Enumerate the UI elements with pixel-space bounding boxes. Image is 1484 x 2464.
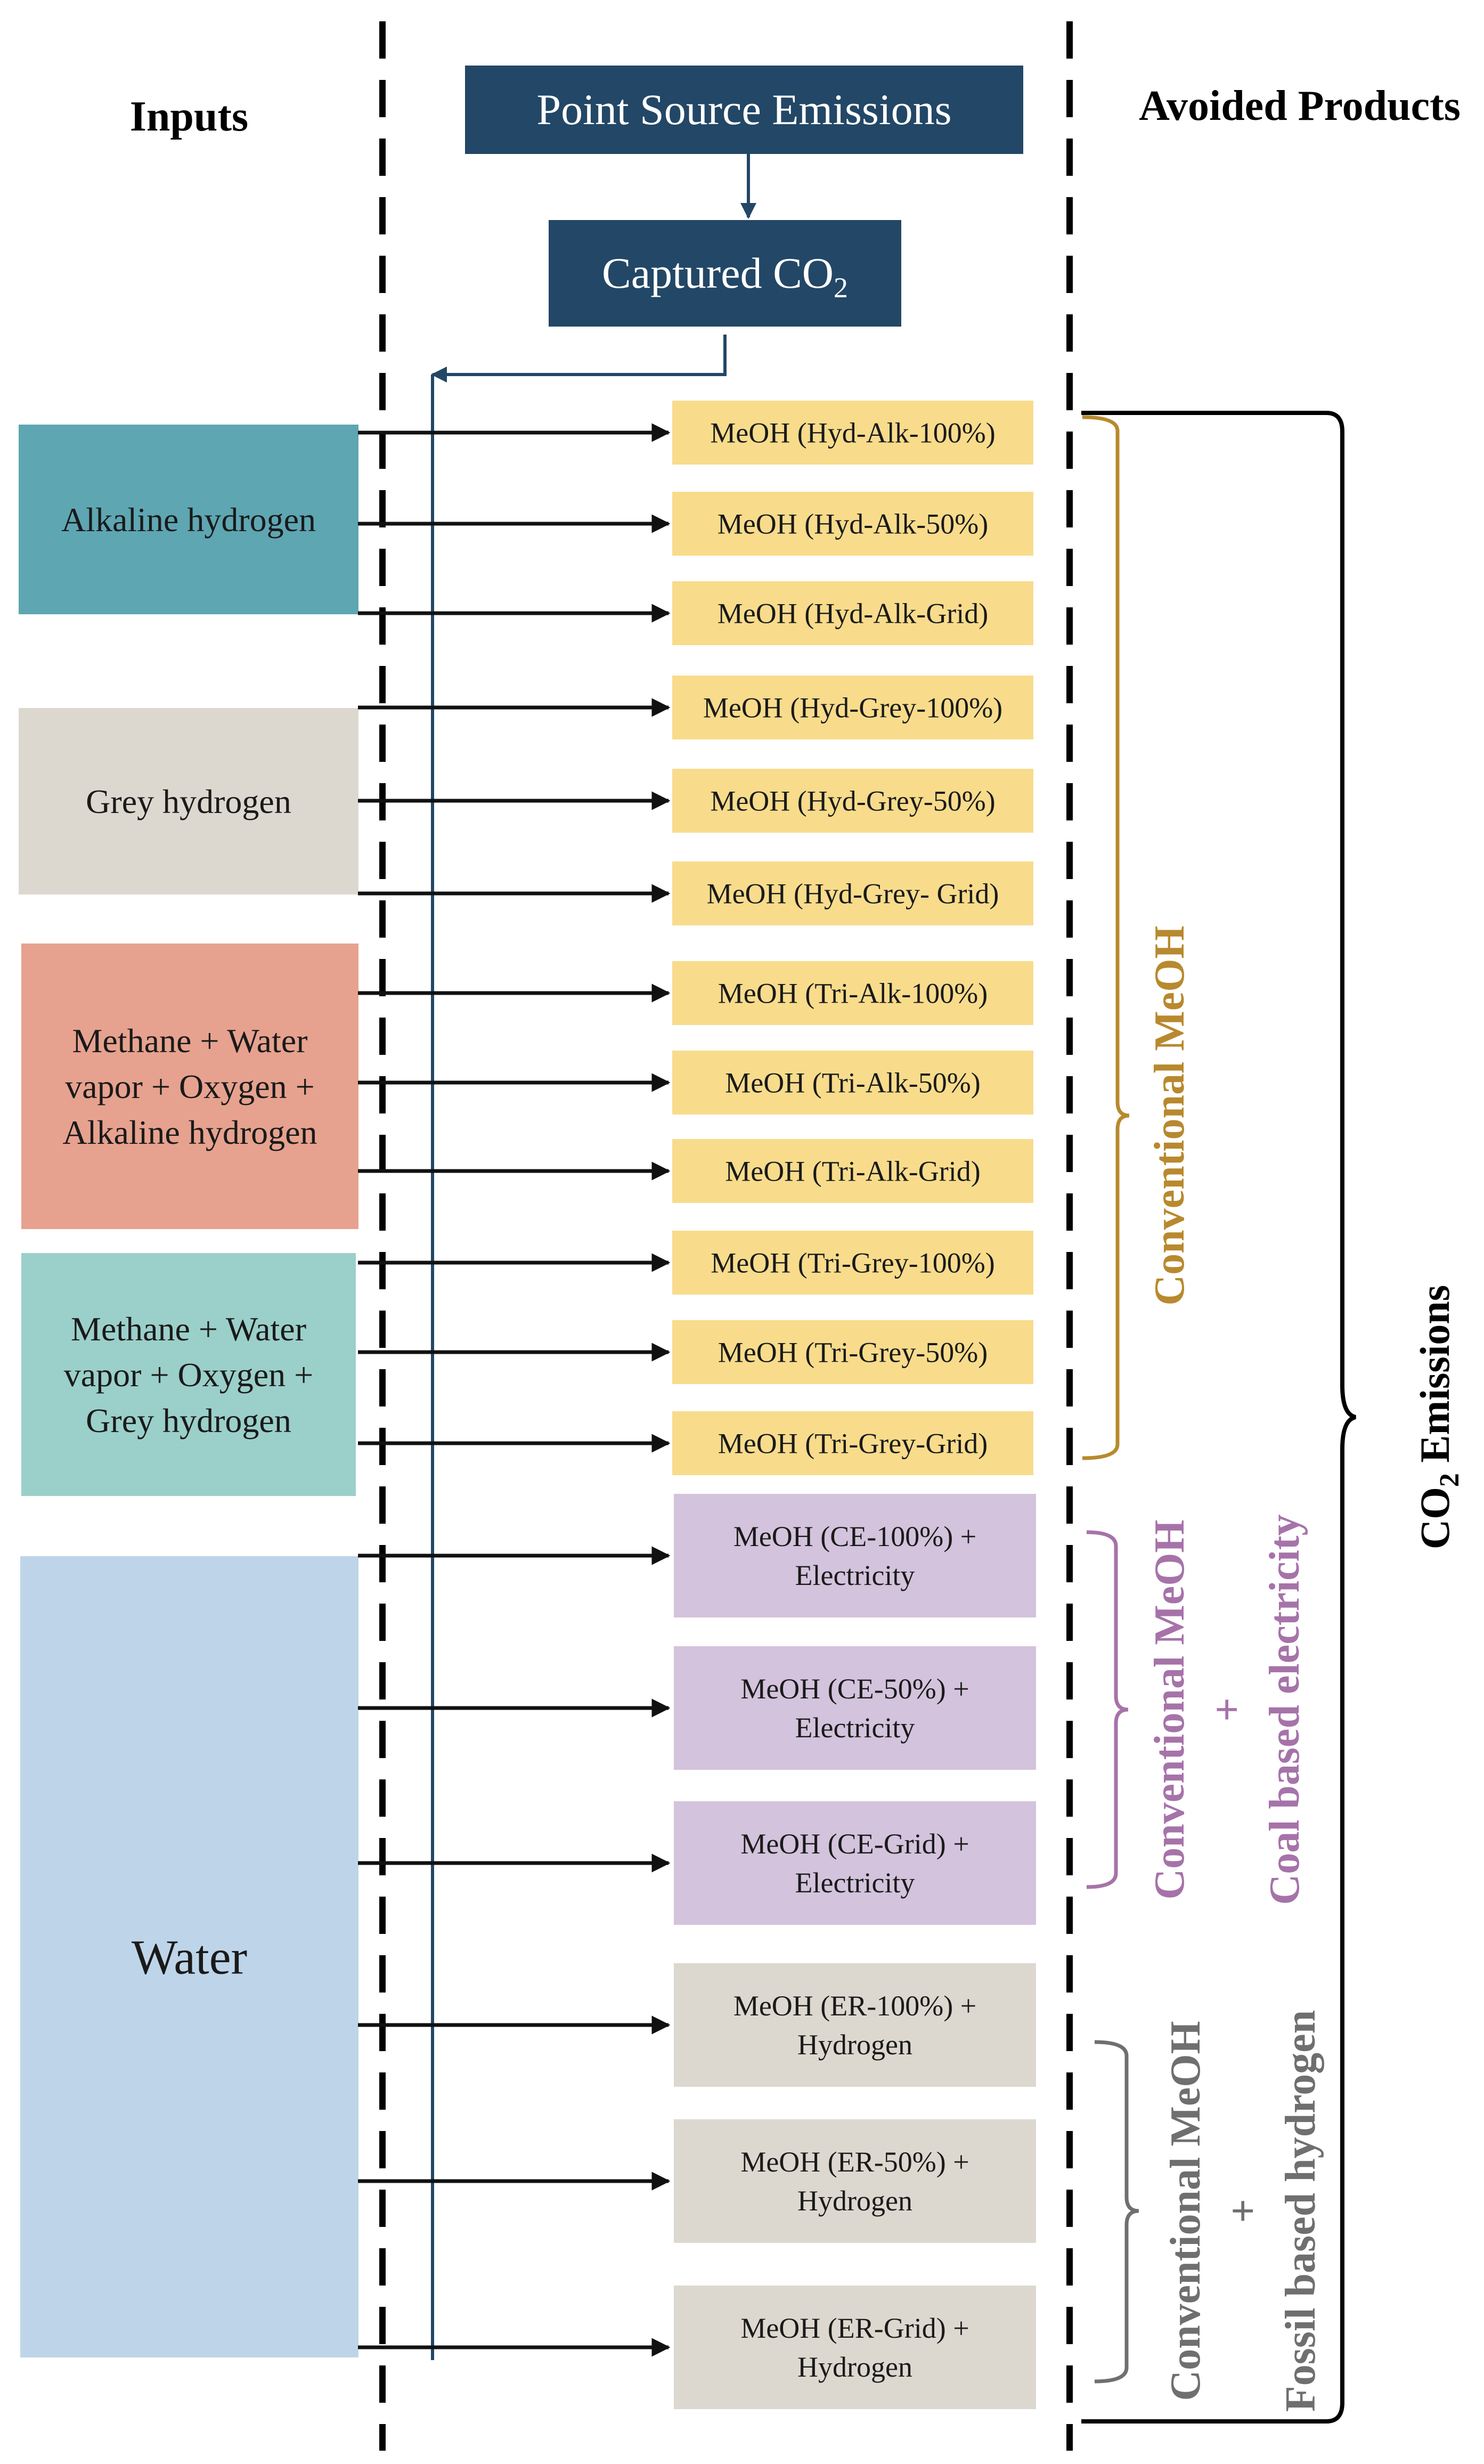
input-methane-water-vapor-oxygen-alkaline-hydrogen-label-line-1: Methane + Water [72,1022,307,1060]
product-meoh-tri-grey-grid-label-line-1: MeOH (Tri-Grey-Grid) [718,1427,988,1459]
input-methane-water-vapor-oxygen-alkaline-hydrogen-label-line-2: vapor + Oxygen + [65,1068,315,1105]
product-meoh-ce-50-electricity-label-line-2: Electricity [795,1712,915,1744]
product-meoh-tri-grey-100-label-line-1: MeOH (Tri-Grey-100%) [711,1247,994,1279]
product-meoh-er-50-hydrogen-box [674,2119,1036,2243]
bracket-conventional-meoh-fossil-based-hydrogen-label-line-1: Conventional MeOH [1162,2021,1209,2401]
product-meoh-hyd-alk-50-box [672,492,1033,556]
input-methane-water-vapor-oxygen-grey-hydrogen-label-line-2: vapor + Oxygen + [64,1356,314,1394]
product-meoh-hyd-grey-grid-box [672,861,1033,925]
product-meoh-tri-alk-grid-label-line-1: MeOH (Tri-Alk-Grid) [725,1155,980,1187]
input-water-box [20,1556,358,2357]
input-alkaline-hydrogen-box [19,425,358,614]
product-meoh-hyd-grey-grid-label-line-1: MeOH (Hyd-Grey- Grid) [707,877,999,909]
product-meoh-ce-50-electricity-label-line-1: MeOH (CE-50%) + [740,1673,969,1705]
product-meoh-ce-100-electricity-label-line-2: Electricity [795,1559,915,1591]
product-meoh-tri-grey-grid-box [672,1411,1033,1475]
product-meoh-hyd-alk-grid-label-line-1: MeOH (Hyd-Alk-Grid) [717,597,988,629]
captured-co2-box [549,220,901,327]
bracket-conventional-meoh [1082,415,1130,1460]
captured-co2-subscript: 2 [834,272,848,304]
bracket-conventional-meoh-coal-based-electricity-label-line-2: + [1204,1697,1251,1722]
product-meoh-hyd-alk-100-box [672,401,1033,465]
input-methane-water-vapor-oxygen-grey-hydrogen-label-line-3: Grey hydrogen [86,1402,291,1440]
input-methane-water-vapor-oxygen-alkaline-hydrogen-box [21,944,358,1229]
captured-co2-main: Captured CO [602,249,834,297]
product-meoh-er-grid-hydrogen-label-line-2: Hydrogen [797,2351,912,2383]
input-alkaline-hydrogen-label-line-1: Alkaline hydrogen [61,501,316,539]
product-meoh-er-50-hydrogen-label-line-1: MeOH (ER-50%) + [740,2146,969,2178]
product-meoh-er-grid-hydrogen-box [674,2286,1036,2409]
product-meoh-tri-alk-50-label-line-1: MeOH (Tri-Alk-50%) [725,1067,980,1099]
bracket-conventional-meoh-label-line-1: Conventional MeOH [1146,925,1193,1305]
product-meoh-tri-grey-100-box [672,1231,1033,1295]
product-meoh-hyd-alk-100-label-line-1: MeOH (Hyd-Alk-100%) [710,417,995,449]
input-methane-water-vapor-oxygen-grey-hydrogen-box [21,1253,356,1496]
product-meoh-hyd-grey-100-label-line-1: MeOH (Hyd-Grey-100%) [703,692,1002,723]
co2-emissions-rest: Emissions [1412,1285,1458,1473]
product-meoh-er-100-hydrogen-label-line-1: MeOH (ER-100%) + [733,1990,976,2022]
input-water-label-line-1: Water [132,1930,247,1984]
input-methane-water-vapor-oxygen-grey-hydrogen-label-line-1: Methane + Water [71,1310,306,1348]
product-meoh-tri-grey-50-label-line-1: MeOH (Tri-Grey-50%) [718,1336,988,1368]
product-meoh-hyd-alk-50-label-line-1: MeOH (Hyd-Alk-50%) [717,508,988,540]
product-meoh-tri-alk-100-box [672,961,1033,1025]
product-meoh-er-grid-hydrogen-label-line-1: MeOH (ER-Grid) + [740,2312,969,2344]
product-meoh-hyd-grey-100-box [672,676,1033,739]
product-meoh-ce-grid-electricity-box [674,1801,1036,1925]
product-meoh-tri-alk-grid-box [672,1139,1033,1203]
point-source-emissions-label: Point Source Emissions [536,85,951,134]
product-meoh-tri-alk-100-label-line-1: MeOH (Tri-Alk-100%) [718,977,988,1009]
bracket-conventional-meoh-fossil-based-hydrogen-label-line-2: + [1220,2199,1267,2223]
avoided-products-header: Avoided Products [1139,83,1461,129]
bracket-conventional-meoh-coal-based-electricity [1086,1530,1129,1889]
product-meoh-tri-grey-50-box [672,1320,1033,1384]
co2-emissions-subscript: 2 [1434,1473,1465,1487]
product-meoh-ce-grid-electricity-label-line-2: Electricity [795,1867,915,1899]
co2-distribution-line [431,335,727,383]
product-meoh-er-100-hydrogen-label-line-2: Hydrogen [797,2029,912,2061]
product-meoh-ce-grid-electricity-label-line-1: MeOH (CE-Grid) + [740,1828,969,1860]
input-grey-hydrogen-box [19,708,358,894]
product-meoh-ce-100-electricity-label-line-1: MeOH (CE-100%) + [733,1520,976,1552]
product-meoh-tri-alk-50-box [672,1051,1033,1115]
co2-emissions-outer-bracket [1081,411,1357,2424]
bracket-conventional-meoh-coal-based-electricity-label-line-1: Conventional MeOH [1146,1519,1193,1899]
inputs-header: Inputs [130,93,248,140]
co2-emissions-label: CO2 Emissions [1412,1285,1465,1549]
bracket-conventional-meoh-coal-based-electricity-label-line-3: Coal based electricity [1261,1514,1308,1905]
bracket-conventional-meoh-fossil-based-hydrogen [1094,2040,1139,2384]
bracket-conventional-meoh-fossil-based-hydrogen-label-line-3: Fossil based hydrogen [1277,2010,1324,2412]
product-meoh-hyd-alk-grid-box [672,581,1033,645]
captured-co2-label: Captured CO2 [602,249,848,304]
point-source-emissions-box [465,66,1023,154]
product-meoh-hyd-grey-50-label-line-1: MeOH (Hyd-Grey-50%) [710,785,995,817]
product-meoh-ce-50-electricity-box [674,1646,1036,1770]
co2-emissions-main: CO [1412,1487,1458,1549]
input-grey-hydrogen-label-line-1: Grey hydrogen [86,783,291,820]
product-meoh-ce-100-electricity-box [674,1494,1036,1617]
product-meoh-er-100-hydrogen-box [674,1963,1036,2087]
input-methane-water-vapor-oxygen-alkaline-hydrogen-label-line-3: Alkaline hydrogen [62,1113,317,1151]
product-meoh-hyd-grey-50-box [672,769,1033,833]
product-meoh-er-50-hydrogen-label-line-2: Hydrogen [797,2185,912,2217]
